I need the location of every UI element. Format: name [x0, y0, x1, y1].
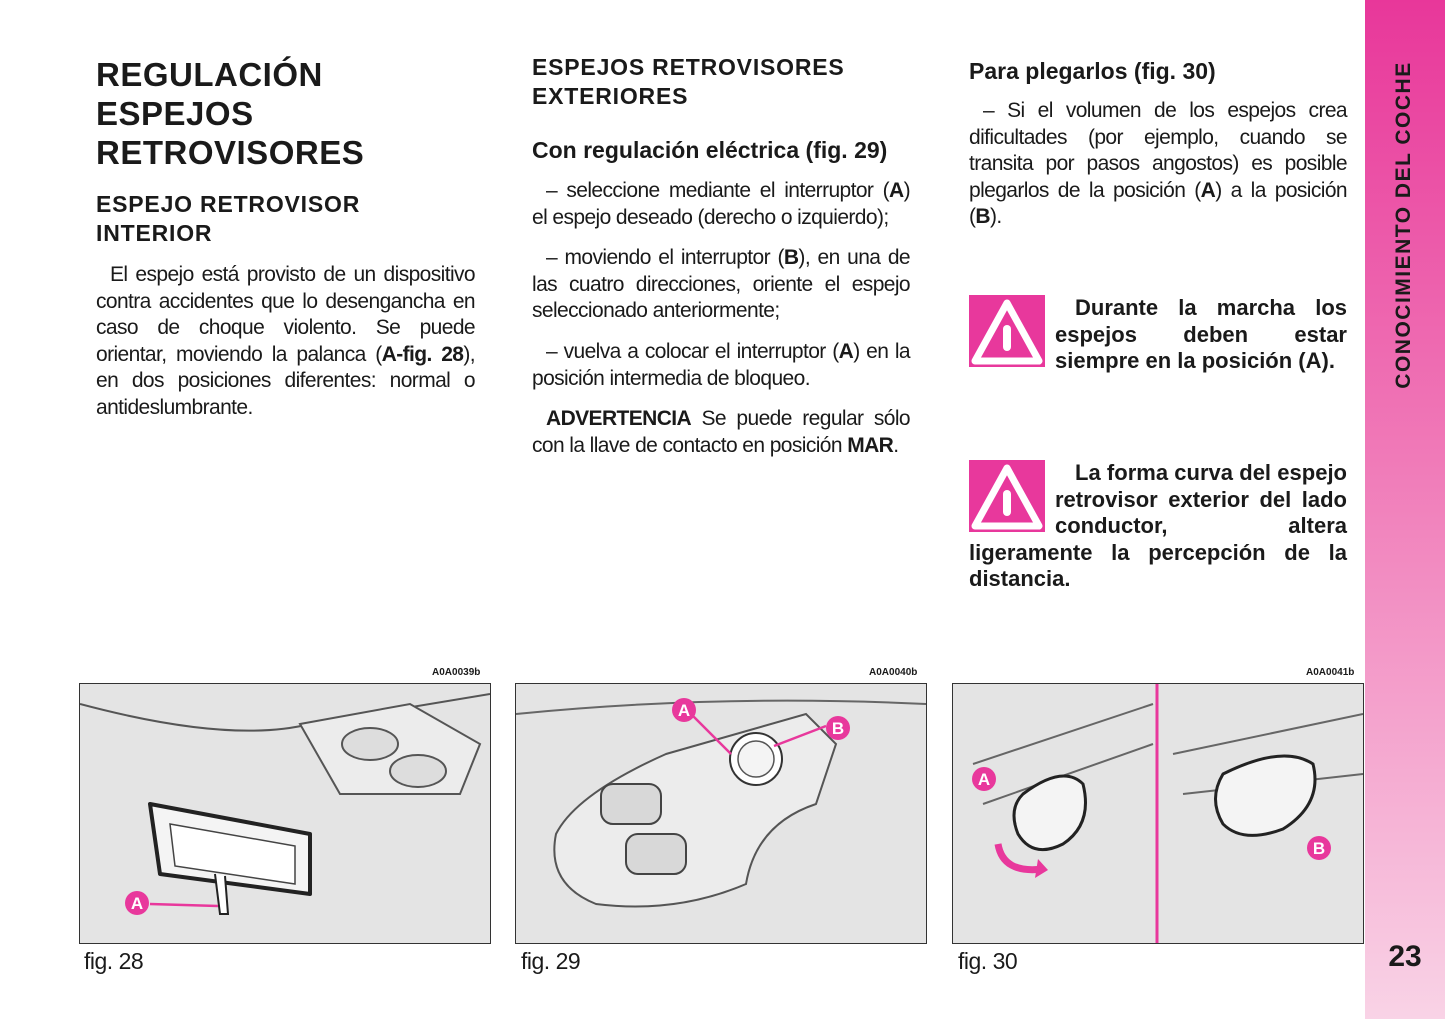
figure-code: A0A0041b	[1306, 667, 1355, 678]
paragraph: ADVERTENCIA Se puede regular sólo con la…	[532, 407, 911, 457]
paragraph: El espejo está provisto de un dispositiv…	[96, 263, 476, 419]
warning-text: La forma curva del espejo retrovisor ext…	[969, 460, 1347, 591]
section-band	[1365, 0, 1445, 1019]
figure-code: A0A0039b	[432, 667, 481, 678]
paragraph: – moviendo el interruptor (B), en una de…	[532, 246, 911, 322]
section-title: CONOCIMIENTO DEL COCHE	[1392, 61, 1415, 389]
paragraph: – seleccione mediante el interruptor (A)…	[532, 179, 911, 229]
section-heading: ESPEJOS RETROVISORES EXTERIORES	[532, 54, 845, 109]
label-b: B	[1313, 839, 1325, 858]
paragraph: – Si el volumen de los espejos crea difi…	[969, 99, 1348, 228]
rearview-mirror-illustration: A	[80, 693, 490, 915]
page-number: 23	[1388, 940, 1422, 973]
label-a: A	[131, 894, 143, 913]
folding-mirror-illustration: A B	[972, 684, 1363, 943]
figure-caption: fig. 30	[958, 948, 1018, 974]
label-b: B	[832, 719, 844, 738]
figure-code: A0A0040b	[869, 667, 918, 678]
label-a: A	[978, 770, 990, 789]
warning-box: La forma curva del espejo retrovisor ext…	[969, 460, 1347, 593]
subheading: Con regulación eléctrica (fig. 29)	[532, 137, 888, 163]
figure-28: A	[79, 683, 491, 944]
door-switch-illustration: A B	[516, 698, 926, 908]
warning-triangle-icon	[969, 295, 1045, 367]
figure-29: A B	[515, 683, 927, 944]
warning-box: Durante la marcha los espejos deben esta…	[969, 295, 1347, 375]
label-a: A	[678, 701, 690, 720]
warning-triangle-icon	[969, 460, 1045, 532]
page-title: REGULACIÓN ESPEJOS RETROVISORES	[96, 56, 365, 171]
warning-text: Durante la marcha los espejos deben esta…	[1055, 295, 1347, 373]
figure-caption: fig. 29	[521, 948, 581, 974]
figure-30: A B	[952, 683, 1364, 944]
subheading: Para plegarlos (fig. 30)	[969, 58, 1216, 84]
figure-caption: fig. 28	[84, 948, 144, 974]
section-heading: ESPEJO RETROVISOR INTERIOR	[96, 191, 361, 246]
paragraph: – vuelva a colocar el interruptor (A) en…	[532, 340, 911, 390]
